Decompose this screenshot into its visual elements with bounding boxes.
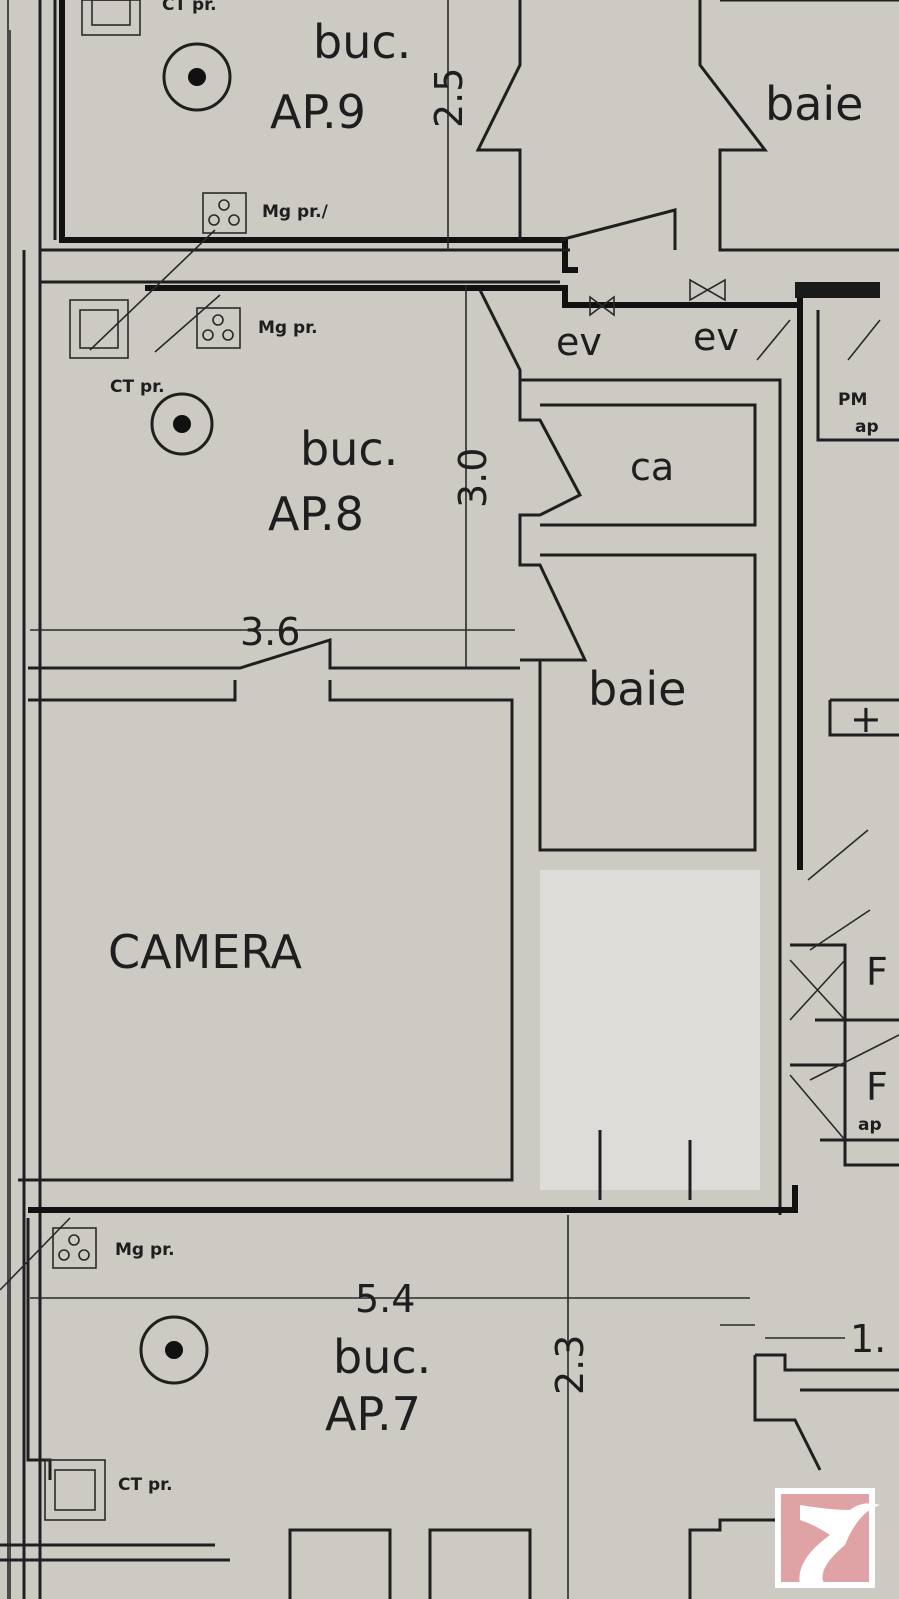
dim-ap8-width: 3.6	[240, 610, 300, 654]
dim-ap8-height: 3.0	[451, 448, 495, 508]
room-baie-mid: baie	[588, 662, 686, 716]
ev-label: ev	[556, 320, 602, 364]
mg-label: Mg pr./	[262, 202, 329, 222]
room-baie-top: baie	[765, 77, 863, 131]
f-label: F	[866, 950, 888, 994]
valve-icon	[589, 278, 726, 317]
dim-ap9-height: 2.5	[427, 68, 471, 128]
pm-label: PM	[838, 390, 867, 410]
outlet-icon	[202, 192, 247, 234]
room-type-ap9: buc.	[313, 15, 411, 69]
mg-label: Mg pr.	[258, 318, 318, 338]
ct-label: CT pr.	[162, 0, 217, 15]
lamp-icon	[139, 1315, 209, 1385]
room-name-ap9: AP.9	[270, 85, 366, 139]
ct-label: CT pr.	[118, 1475, 173, 1495]
partial-dim: 1.	[850, 1317, 886, 1361]
fixture-symbols	[0, 0, 899, 1521]
ev-label: ev	[693, 315, 739, 359]
lamp-icon	[150, 392, 214, 456]
f-label: F	[866, 1065, 888, 1109]
outlet-icon	[196, 307, 241, 349]
room-name-ap8: AP.8	[268, 487, 364, 541]
blank-patch	[540, 870, 760, 1190]
ct-label: CT pr.	[110, 377, 165, 397]
room-ca: ca	[630, 445, 674, 489]
dimension-lines	[30, 0, 845, 1599]
lamp-icon	[162, 42, 232, 112]
mg-label: Mg pr.	[115, 1240, 175, 1260]
ct-box-icon	[81, 0, 141, 36]
plus-symbol: +	[850, 697, 882, 741]
room-type-ap7: buc.	[333, 1330, 431, 1384]
room-type-ap8: buc.	[300, 422, 398, 476]
watermark-logo	[775, 1488, 880, 1588]
ct-box-icon	[44, 1459, 106, 1521]
outlet-icon	[52, 1227, 97, 1269]
ap-label: ap	[858, 1115, 882, 1135]
ap-label: ap	[855, 417, 879, 437]
labels: CT pr. buc. AP.9 2.5 baie Mg pr./ Mg pr.…	[108, 0, 888, 1495]
dim-ap7-width: 5.4	[355, 1277, 415, 1321]
dim-ap7-height: 2.3	[548, 1335, 592, 1395]
ct-box-icon	[69, 299, 129, 359]
room-name-ap7: AP.7	[325, 1387, 421, 1441]
room-camera: CAMERA	[108, 925, 302, 979]
